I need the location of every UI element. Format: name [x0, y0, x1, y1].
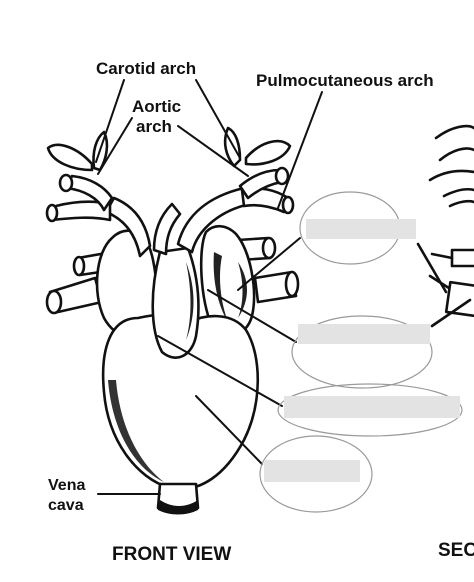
answer-box-1[interactable] — [306, 219, 416, 239]
blank-answer-field-1[interactable] — [299, 191, 416, 265]
diagram-labels: Carotid arch Pulmocutaneous arch Aortic … — [48, 59, 474, 565]
blank-answer-field-3[interactable] — [277, 383, 463, 437]
answer-oval-4 — [259, 435, 373, 513]
front-view-caption: FRONT VIEW — [112, 544, 231, 565]
pulmocutaneous-arch-label: Pulmocutaneous arch — [256, 71, 434, 90]
vena-cava-label-line1: Vena — [48, 477, 85, 494]
second-view-partial-illustration — [416, 124, 474, 328]
heart-illustration — [45, 126, 300, 515]
blank-answer-field-2[interactable] — [291, 315, 433, 389]
vena-cava-label-line2: cava — [48, 497, 84, 514]
answer-box-2[interactable] — [298, 324, 430, 344]
aortic-arch-label-line2: arch — [136, 117, 172, 136]
aortic-arch-label-line1: Aortic — [132, 97, 181, 116]
carotid-arch-label: Carotid arch — [96, 59, 196, 78]
answer-box-4[interactable] — [264, 460, 360, 482]
blank-answer-field-4[interactable] — [259, 435, 373, 513]
second-view-caption: SEC — [438, 540, 474, 561]
answer-box-3[interactable] — [284, 396, 460, 418]
answer-oval-2 — [291, 315, 433, 389]
answer-oval-3 — [277, 383, 463, 437]
label-leader-lines — [95, 79, 323, 495]
